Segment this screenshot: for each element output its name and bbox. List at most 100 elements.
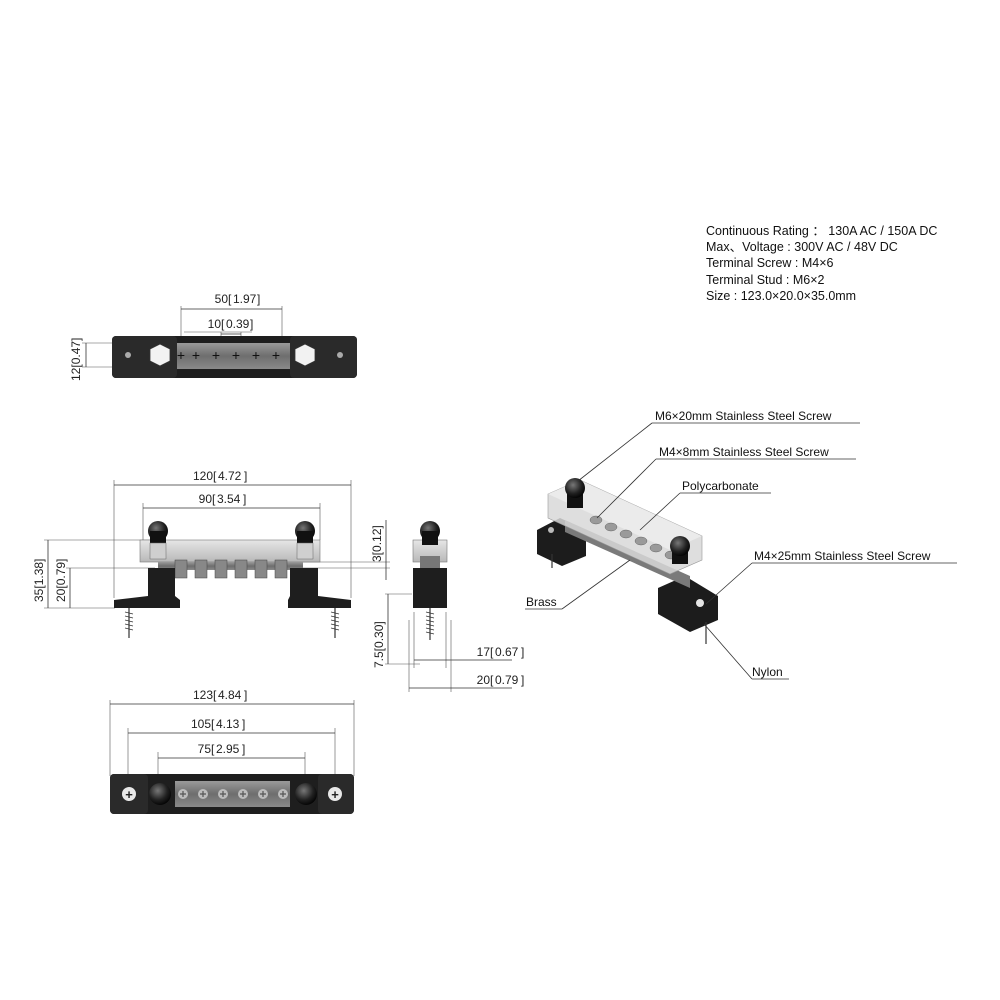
side-view: 7.5[0.30] 17 [ 0.67 ] 20 [ 0.79 ] bbox=[372, 521, 524, 692]
dim-120-bracket-close: ] bbox=[244, 469, 247, 483]
dim-50-bracket-close: ] bbox=[257, 292, 260, 306]
dim-17-bracket: [ bbox=[490, 645, 494, 659]
dim-20-front: 20[0.79] bbox=[54, 559, 155, 608]
terminal-screw-icon bbox=[214, 559, 228, 579]
dim-10-top: 10 [ 0.39 ] bbox=[184, 317, 253, 346]
dim-105-bottom: 105 [ 4.13 ] bbox=[127, 717, 336, 780]
callout-m4-25-screw-label: M4×25mm Stainless Steel Screw bbox=[754, 549, 931, 563]
callout-polycarbonate-label: Polycarbonate bbox=[682, 479, 759, 493]
front-view-mount-screws bbox=[124, 608, 340, 638]
spec-size: Size : 123.0×20.0×35.0mm bbox=[706, 288, 857, 303]
dim-75-inch: 2.95 bbox=[216, 742, 240, 756]
dim-17-bracket-close: ] bbox=[521, 645, 524, 659]
terminal-screw-icon bbox=[234, 559, 248, 579]
dim-50-value: 50 bbox=[215, 292, 229, 306]
dim-75-bracket: [ bbox=[211, 742, 215, 756]
dim-123-value: 123 bbox=[193, 688, 213, 702]
iso-terminal-screws bbox=[589, 515, 678, 560]
screw-thread-icon bbox=[425, 611, 435, 635]
dim-123-bracket-close: ] bbox=[244, 688, 247, 702]
stud-cap-icon bbox=[149, 783, 171, 805]
screw-plus-icon: + bbox=[331, 787, 339, 802]
dim-120-bracket: [ bbox=[213, 469, 217, 483]
hex-stud-icon bbox=[149, 343, 171, 367]
dim-105-inch: 4.13 bbox=[216, 717, 240, 731]
callout-brass-label: Brass bbox=[526, 595, 557, 609]
dim-50-top: 50 1.97 [ ] bbox=[180, 292, 283, 338]
screw-plus-icon: + bbox=[125, 787, 133, 802]
spec-max-voltage: Max、Voltage : 300V AC / 48V DC bbox=[706, 240, 898, 255]
screw-plus-icon: + bbox=[212, 347, 220, 363]
screw-thread-icon bbox=[124, 611, 340, 631]
stud-cap-icon bbox=[670, 536, 690, 556]
dim-20-side-bracket-close: ] bbox=[521, 673, 524, 687]
dim-50-bracket: [ bbox=[228, 292, 232, 306]
bottom-view: 123 [ 4.84 ] 105 [ 4.13 ] 75 [ 2.95 ] bbox=[109, 688, 355, 814]
screw-plus-icon: + bbox=[252, 347, 260, 363]
top-view: 50 1.97 [ ] 10 [ 0.39 ] 12[0.47] bbox=[69, 292, 357, 381]
bottom-view-busbar bbox=[175, 781, 290, 807]
front-view: 120 [ 4.72 ] 90 [ 3.54 ] 35[1.38] 20[0.7… bbox=[32, 469, 390, 638]
callout-m6-screw-label: M6×20mm Stainless Steel Screw bbox=[655, 409, 832, 423]
dim-90-bracket-close: ] bbox=[243, 492, 246, 506]
screw-plus-icon: + bbox=[192, 347, 200, 363]
dim-90-bracket: [ bbox=[212, 492, 216, 506]
dim-105-value: 105 bbox=[191, 717, 211, 731]
dim-123-inch: 4.84 bbox=[218, 688, 242, 702]
dim-90-value: 90 bbox=[199, 492, 213, 506]
dim-75-value: 75 bbox=[198, 742, 212, 756]
dim-20-side-value: 20 bbox=[477, 673, 491, 687]
terminal-screw-icon bbox=[604, 522, 618, 532]
dim-35-value: 35[1.38] bbox=[32, 559, 46, 602]
stud-cap-icon bbox=[295, 783, 317, 805]
side-view-busbar bbox=[420, 556, 440, 568]
dim-35-front: 35[1.38] bbox=[32, 539, 150, 609]
callout-nylon: Nylon bbox=[703, 623, 789, 680]
top-view-screw-row: + + + + + + bbox=[177, 347, 280, 363]
callout-m4-8-screw-label: M4×8mm Stainless Steel Screw bbox=[659, 445, 829, 459]
dim-17-value: 17 bbox=[477, 645, 491, 659]
stud-cap-base bbox=[150, 531, 166, 543]
dim-120-value: 120 bbox=[193, 469, 213, 483]
dim-3-front: 3[0.12] bbox=[300, 520, 390, 580]
dim-12-top: 12[0.47] bbox=[69, 338, 115, 381]
side-view-body bbox=[413, 568, 447, 608]
dim-90-front: 90 [ 3.54 ] bbox=[142, 492, 321, 540]
front-view-busbar bbox=[158, 562, 303, 570]
front-view-cover bbox=[139, 539, 321, 563]
callout-m6-screw: M6×20mm Stainless Steel Screw bbox=[577, 409, 860, 482]
specification-block: Continuous Rating ： 130A AC / 150A DC Ma… bbox=[706, 223, 937, 304]
terminal-screw-icon bbox=[649, 543, 663, 553]
dim-75-bracket-close: ] bbox=[242, 742, 245, 756]
dim-20-side-inch: 0.79 bbox=[495, 673, 519, 687]
callout-brass: Brass bbox=[525, 559, 631, 610]
terminal-screw-icon bbox=[274, 559, 288, 579]
dim-20-side: 20 [ 0.79 ] bbox=[408, 620, 524, 692]
terminal-screw-icon bbox=[194, 559, 208, 579]
hex-nut-icon bbox=[149, 542, 167, 560]
dim-75-bottom: 75 [ 2.95 ] bbox=[157, 742, 306, 780]
spec-continuous-rating: Continuous Rating ： 130A AC / 150A DC bbox=[706, 224, 938, 238]
screw-plus-icon: + bbox=[232, 347, 240, 363]
iso-foot-right bbox=[658, 576, 718, 632]
dim-120-inch: 4.72 bbox=[218, 469, 242, 483]
terminal-screw-icon bbox=[619, 529, 633, 539]
front-view-foot-left bbox=[114, 568, 180, 608]
mount-hole-icon bbox=[548, 527, 554, 533]
dim-120-front: 120 [ 4.72 ] bbox=[113, 469, 352, 598]
dim-10-bracket: [ bbox=[221, 317, 225, 331]
bottom-view-terminal-screws bbox=[178, 789, 288, 799]
stud-cap-icon bbox=[565, 478, 585, 498]
dim-7-5-side: 7.5[0.30] bbox=[372, 593, 420, 668]
dim-10-value: 10 bbox=[208, 317, 222, 331]
front-view-foot-right bbox=[288, 568, 351, 608]
dim-105-bracket: [ bbox=[211, 717, 215, 731]
spec-terminal-screw: Terminal Screw : M4×6 bbox=[706, 256, 834, 271]
dim-12-value: 12[0.47] bbox=[69, 338, 83, 381]
dim-3-value: 3[0.12] bbox=[370, 525, 384, 562]
mount-screw-head-icon bbox=[122, 787, 136, 801]
spec-terminal-stud: Terminal Stud : M6×2 bbox=[706, 272, 825, 287]
screw-slot-icon bbox=[180, 791, 286, 797]
dim-20-value: 20[0.79] bbox=[54, 559, 68, 602]
